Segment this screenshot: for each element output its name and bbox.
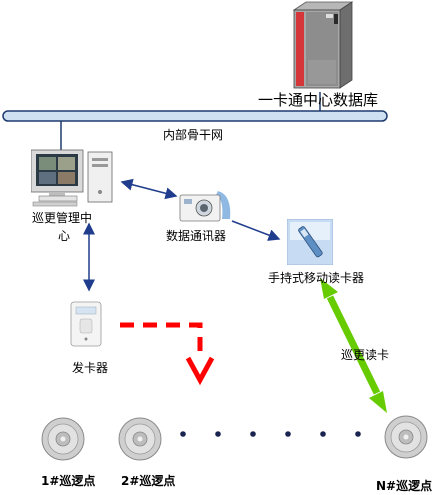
handheld-reader-icon [286,218,334,266]
checkpoint-n-label: N#巡逻点 [376,479,433,493]
server-label: 一卡通中心数据库 [258,91,379,109]
data-communicator-label: 数据通讯器 [166,229,227,243]
center-comm-arrow [120,178,178,200]
checkpoint-ellipsis [180,431,361,437]
checkpoint-button-icon [40,416,86,462]
checkpoint-button-icon [383,414,429,460]
comm-handheld-arrow [231,220,281,241]
checkpoint-button-icon [117,416,163,462]
data-communicator-icon [178,189,234,225]
patrol-center-label-line1: 巡更管理中 [32,211,93,225]
read-card-arrow [320,278,387,413]
backbone-bus [2,110,388,122]
handheld-reader-label: 手持式移动读卡器 [268,271,365,285]
backbone-label: 内部骨干网 [163,128,224,142]
server-icon [286,0,356,92]
checkpoint-2-label: 2#巡逻点 [121,474,176,488]
card-issuer-icon [70,301,102,347]
patrol-center-label-line2: 心 [58,229,71,243]
computer-icon [30,148,115,208]
checkpoint-1-label: 1#巡逻点 [41,474,96,488]
card-issuer-label: 发卡器 [72,361,109,375]
issue-card-dashed-arrow [120,322,215,386]
read-card-label: 巡更读卡 [341,348,390,362]
